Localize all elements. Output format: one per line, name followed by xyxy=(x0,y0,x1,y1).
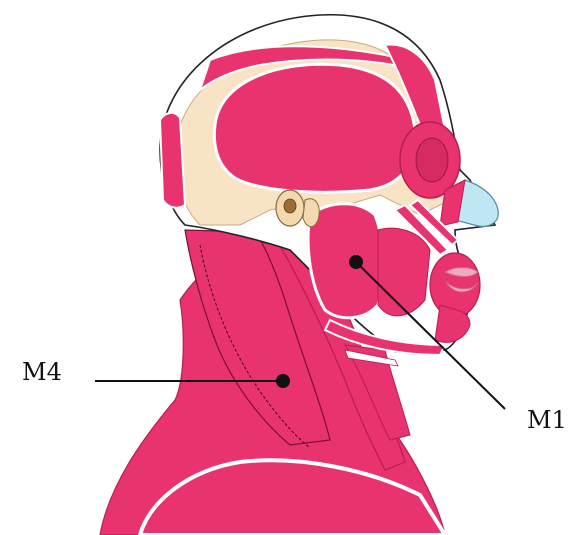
occipitalis-muscle xyxy=(160,113,185,208)
temporalis-muscle xyxy=(214,64,415,192)
buccinator-muscle xyxy=(378,228,430,316)
m1-pointer-dot xyxy=(349,255,363,269)
ear xyxy=(276,190,304,226)
masseter-muscle xyxy=(308,204,383,318)
eye-socket xyxy=(416,138,448,182)
m4-pointer-dot xyxy=(276,374,290,388)
orbicularis-oris-muscle xyxy=(430,253,480,317)
m4-label: M4 xyxy=(22,358,62,386)
mastoid-process xyxy=(303,199,319,227)
m1-label: M1 xyxy=(527,406,567,434)
